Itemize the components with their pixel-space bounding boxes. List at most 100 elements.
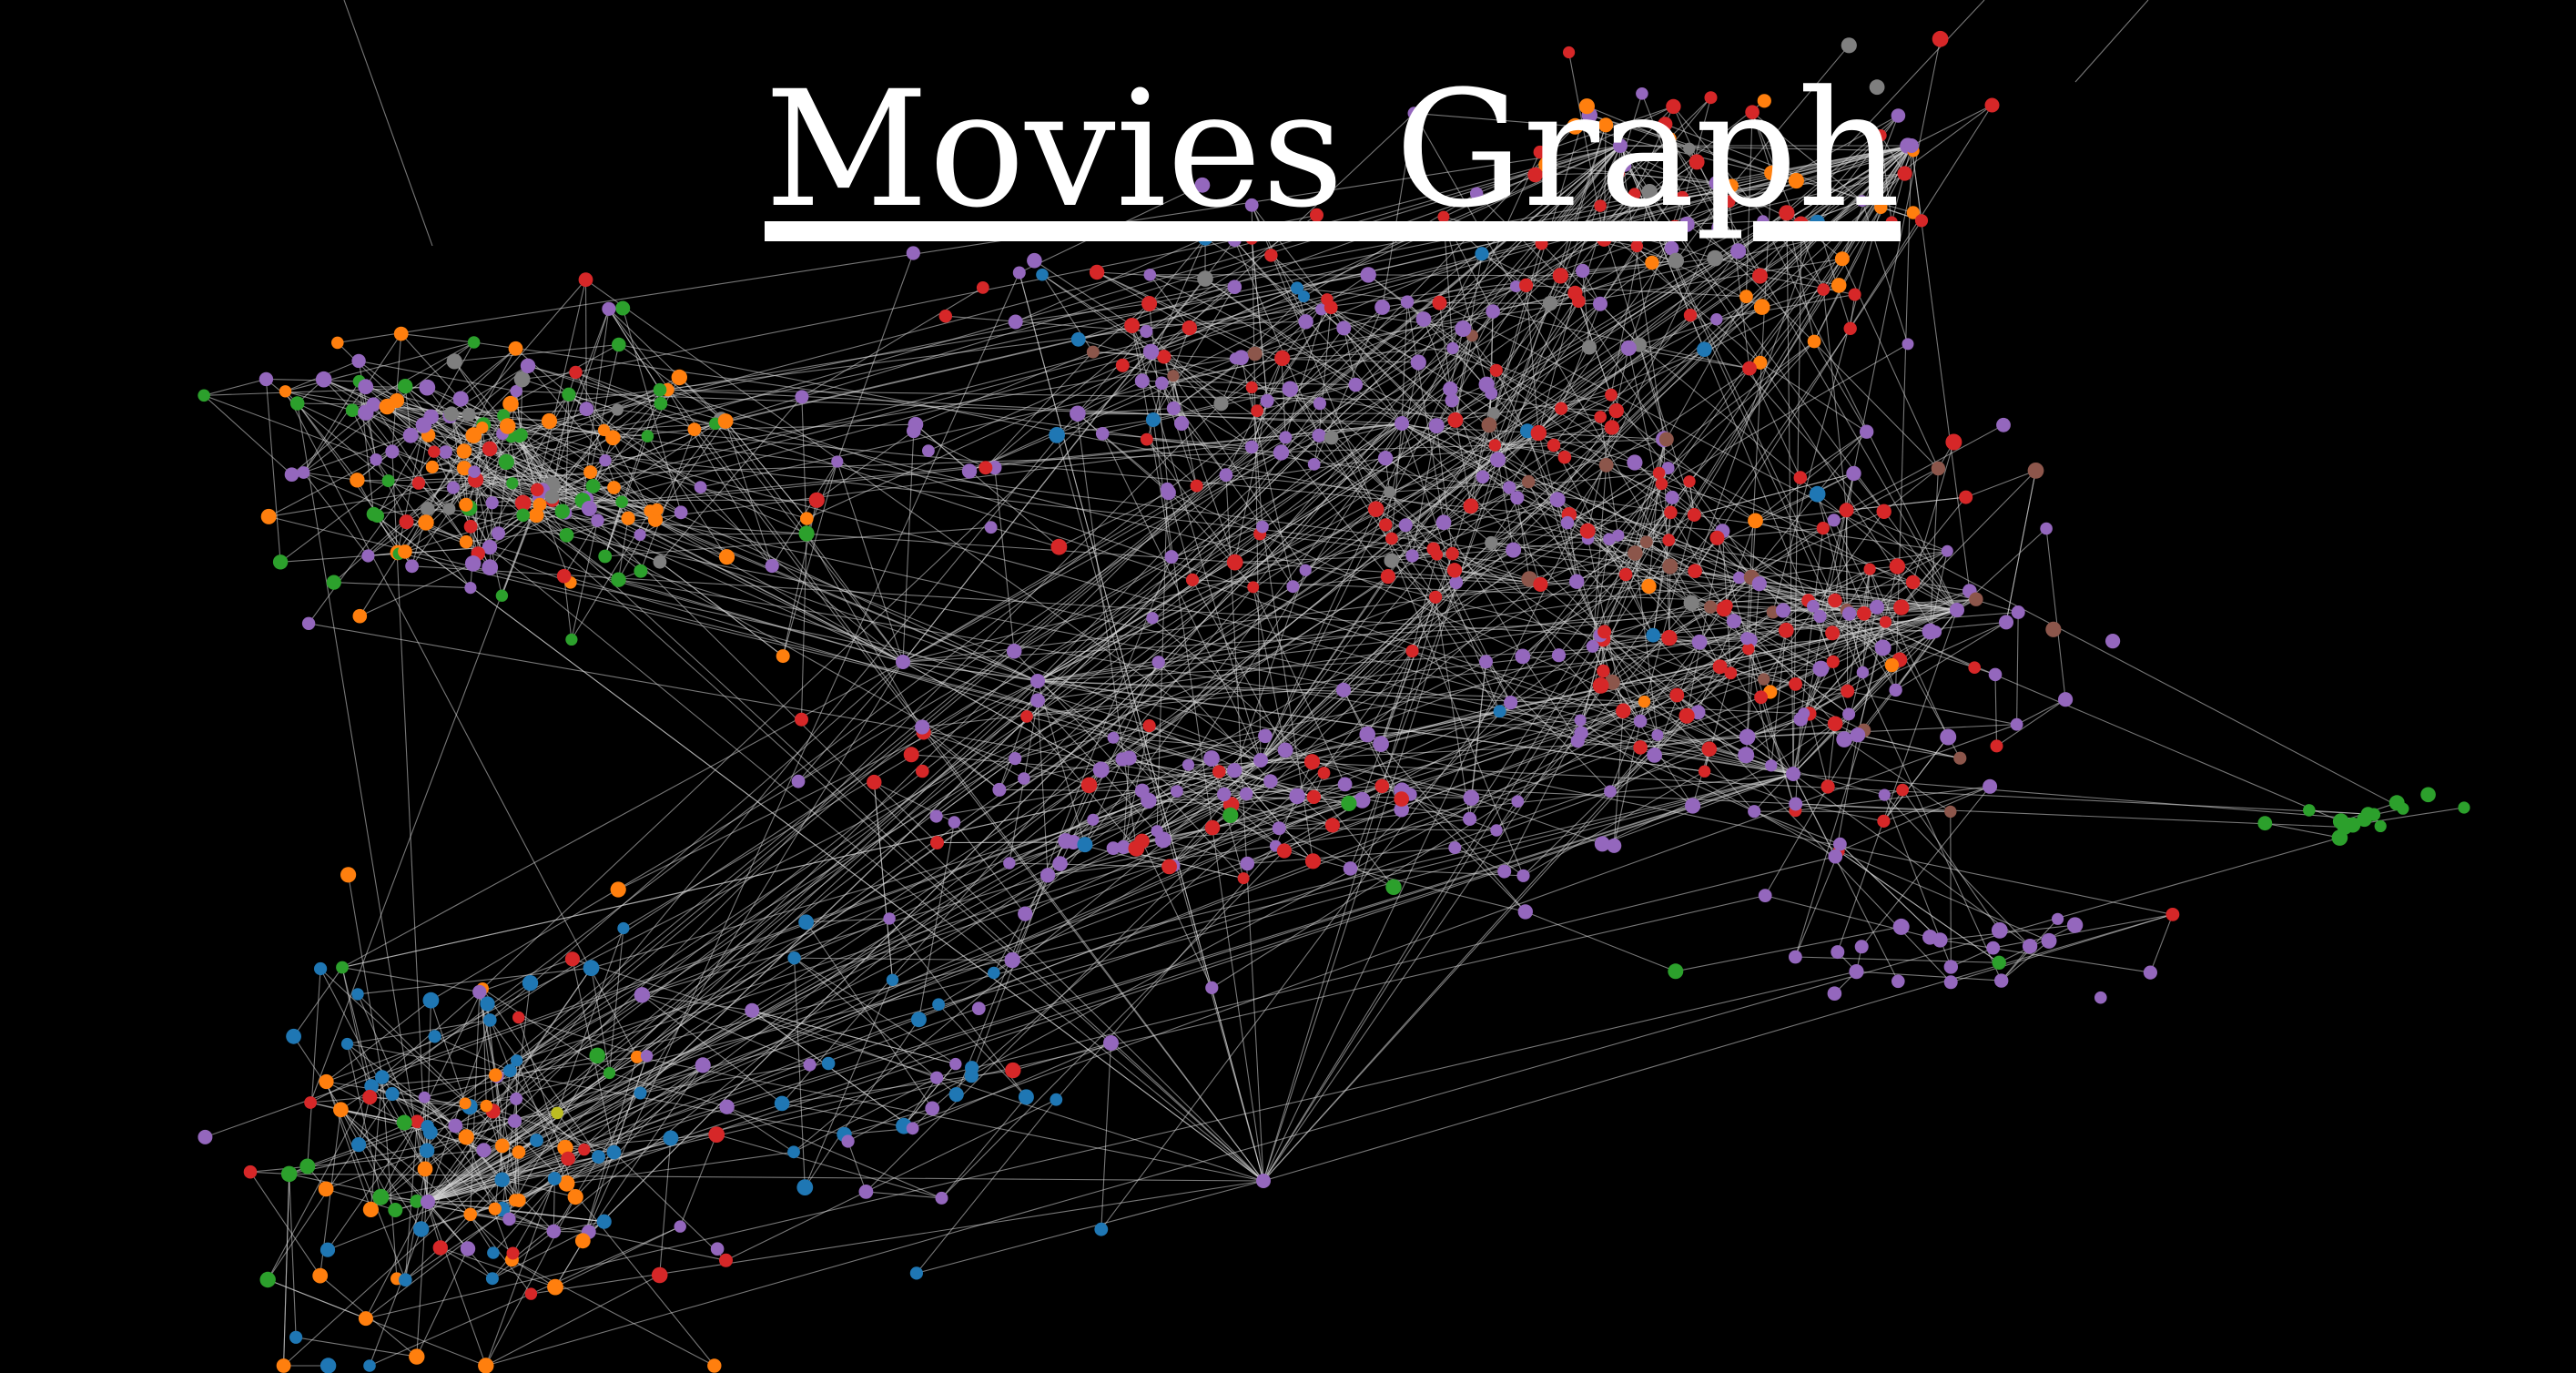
graph-node[interactable] xyxy=(1197,270,1213,287)
graph-node[interactable] xyxy=(979,461,993,475)
graph-node[interactable] xyxy=(465,427,482,443)
graph-node[interactable] xyxy=(425,460,439,473)
graph-node[interactable] xyxy=(1870,599,1884,615)
graph-node[interactable] xyxy=(976,281,989,294)
graph-node[interactable] xyxy=(556,568,572,584)
graph-node[interactable] xyxy=(2367,808,2381,821)
graph-node[interactable] xyxy=(1530,424,1547,442)
graph-node[interactable] xyxy=(2374,819,2387,833)
graph-node[interactable] xyxy=(1932,30,1949,47)
graph-node[interactable] xyxy=(589,1047,605,1064)
graph-node[interactable] xyxy=(1701,741,1718,757)
graph-node[interactable] xyxy=(405,559,419,574)
graph-node[interactable] xyxy=(480,996,495,1012)
graph-node[interactable] xyxy=(663,1130,679,1146)
graph-node[interactable] xyxy=(1533,576,1548,593)
graph-node[interactable] xyxy=(494,1172,510,1187)
graph-node[interactable] xyxy=(1986,941,2001,955)
graph-node[interactable] xyxy=(1698,765,1711,778)
graph-node[interactable] xyxy=(1321,293,1334,306)
graph-node[interactable] xyxy=(1953,751,1967,765)
graph-node[interactable] xyxy=(503,1063,517,1078)
graph-node[interactable] xyxy=(259,371,274,387)
graph-node[interactable] xyxy=(1380,569,1395,585)
graph-node[interactable] xyxy=(319,1242,336,1257)
graph-node[interactable] xyxy=(319,1073,334,1090)
graph-node[interactable] xyxy=(1095,427,1110,441)
graph-node[interactable] xyxy=(1704,91,1718,105)
graph-node[interactable] xyxy=(485,1272,499,1286)
graph-node[interactable] xyxy=(1463,789,1480,806)
graph-node[interactable] xyxy=(1415,311,1432,327)
graph-node[interactable] xyxy=(1850,727,1866,743)
graph-node[interactable] xyxy=(410,1195,424,1208)
graph-node[interactable] xyxy=(1373,736,1389,752)
graph-node[interactable] xyxy=(1251,404,1263,418)
graph-node[interactable] xyxy=(774,1095,790,1112)
graph-node[interactable] xyxy=(1655,477,1668,491)
graph-node[interactable] xyxy=(2040,522,2053,535)
graph-node[interactable] xyxy=(446,353,462,370)
graph-node[interactable] xyxy=(948,1087,964,1103)
graph-node[interactable] xyxy=(1943,975,1958,990)
graph-node[interactable] xyxy=(1874,129,1887,142)
graph-node[interactable] xyxy=(1272,821,1286,836)
graph-node[interactable] xyxy=(350,473,365,488)
graph-node[interactable] xyxy=(1121,750,1137,766)
graph-node[interactable] xyxy=(530,483,544,497)
graph-node[interactable] xyxy=(2041,932,2057,949)
graph-node[interactable] xyxy=(1994,973,2009,988)
graph-node[interactable] xyxy=(489,1068,502,1083)
graph-node[interactable] xyxy=(1813,609,1827,624)
graph-node[interactable] xyxy=(1586,639,1599,653)
graph-node[interactable] xyxy=(1374,778,1390,794)
graph-node[interactable] xyxy=(413,1221,430,1237)
graph-node[interactable] xyxy=(1849,964,1864,980)
graph-node[interactable] xyxy=(583,960,600,977)
graph-node[interactable] xyxy=(279,385,292,398)
graph-node[interactable] xyxy=(1277,742,1293,758)
graph-node[interactable] xyxy=(1996,417,2011,432)
graph-node[interactable] xyxy=(385,1086,400,1102)
graph-node[interactable] xyxy=(1092,761,1110,778)
graph-node[interactable] xyxy=(1087,813,1100,826)
graph-node[interactable] xyxy=(482,539,498,555)
graph-node[interactable] xyxy=(467,336,481,349)
graph-node[interactable] xyxy=(1291,281,1303,295)
graph-node[interactable] xyxy=(482,559,499,576)
graph-node[interactable] xyxy=(1394,416,1409,431)
graph-node[interactable] xyxy=(1155,376,1169,391)
graph-node[interactable] xyxy=(2420,787,2436,803)
graph-node[interactable] xyxy=(1555,402,1568,415)
graph-node[interactable] xyxy=(312,1267,329,1284)
graph-node[interactable] xyxy=(1809,485,1826,503)
graph-node[interactable] xyxy=(611,572,626,587)
graph-node[interactable] xyxy=(1578,98,1595,115)
graph-node[interactable] xyxy=(1289,788,1305,805)
graph-node[interactable] xyxy=(333,1102,349,1118)
graph-node[interactable] xyxy=(1036,268,1049,281)
graph-node[interactable] xyxy=(1515,648,1531,665)
graph-node[interactable] xyxy=(1738,747,1755,764)
graph-node[interactable] xyxy=(1604,420,1620,435)
graph-node[interactable] xyxy=(1678,216,1695,232)
graph-node[interactable] xyxy=(511,1054,523,1067)
graph-node[interactable] xyxy=(1904,138,1919,153)
graph-node[interactable] xyxy=(929,809,943,823)
graph-node[interactable] xyxy=(417,1161,433,1177)
graph-node[interactable] xyxy=(795,390,809,404)
graph-node[interactable] xyxy=(674,505,688,520)
graph-node[interactable] xyxy=(1367,501,1384,517)
graph-node[interactable] xyxy=(1943,960,1958,974)
graph-node[interactable] xyxy=(1197,230,1213,246)
graph-node[interactable] xyxy=(1707,249,1723,267)
graph-node[interactable] xyxy=(289,1330,303,1344)
graph-node[interactable] xyxy=(478,1358,494,1373)
graph-node[interactable] xyxy=(284,467,299,482)
graph-node[interactable] xyxy=(529,507,544,524)
graph-node[interactable] xyxy=(1884,657,1900,673)
graph-node[interactable] xyxy=(476,422,489,434)
graph-node[interactable] xyxy=(464,555,482,572)
graph-node[interactable] xyxy=(1167,370,1180,382)
